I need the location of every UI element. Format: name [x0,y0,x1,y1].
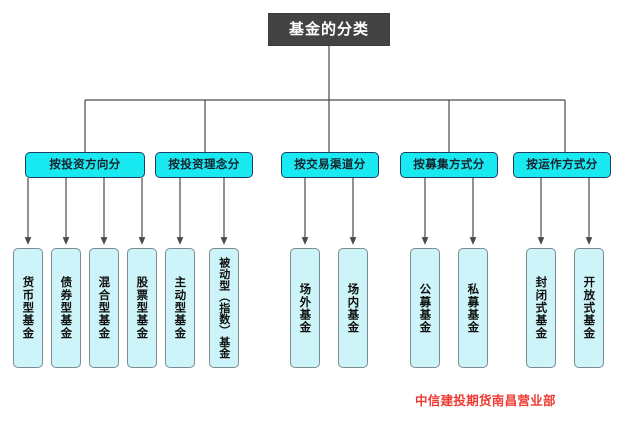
category-box-trading-channel[interactable]: 按交易渠道分 [281,152,379,178]
leaf-box-passive-index-fund[interactable]: 被动型（指数）基金 [209,248,239,368]
footer-branding-text: 中信建投期货南昌营业部 [415,393,556,408]
category-label: 按运作方式分 [526,157,598,172]
category-box-fundraising-method[interactable]: 按募集方式分 [400,152,498,178]
category-box-investment-philosophy[interactable]: 按投资理念分 [155,152,253,178]
leaf-box-bond-fund[interactable]: 债券型基金 [51,248,81,368]
leaf-box-otc-fund[interactable]: 场外基金 [290,248,320,368]
category-label: 按投资理念分 [168,157,240,172]
page-title: 基金的分类 [288,20,369,38]
category-label: 按募集方式分 [413,157,485,172]
leaf-label: 被动型（指数）基金 [217,257,231,359]
leaf-box-closed-end-fund[interactable]: 封闭式基金 [526,248,556,368]
leaf-box-equity-fund[interactable]: 股票型基金 [127,248,157,368]
leaf-label: 主动型基金 [173,276,188,340]
category-box-operation-method[interactable]: 按运作方式分 [513,152,611,178]
diagram-title-box: 基金的分类 [268,13,390,46]
leaf-label: 私募基金 [466,282,481,334]
leaf-label: 混合型基金 [97,276,112,340]
category-label: 按投资方向分 [49,157,121,172]
category-label: 按交易渠道分 [294,157,366,172]
leaf-box-public-offering-fund[interactable]: 公募基金 [410,248,440,368]
leaf-label: 公募基金 [418,282,433,334]
leaf-label: 场外基金 [298,282,313,334]
category-box-investment-direction[interactable]: 按投资方向分 [25,152,145,178]
leaf-box-open-end-fund[interactable]: 开放式基金 [574,248,604,368]
leaf-box-private-offering-fund[interactable]: 私募基金 [458,248,488,368]
leaf-label: 债券型基金 [59,276,74,340]
leaf-label: 股票型基金 [135,276,150,340]
leaf-box-active-fund[interactable]: 主动型基金 [165,248,195,368]
leaf-label: 开放式基金 [582,276,597,340]
leaf-box-exchange-traded-fund[interactable]: 场内基金 [338,248,368,368]
leaf-box-money-market-fund[interactable]: 货币型基金 [13,248,43,368]
leaf-label: 封闭式基金 [534,276,549,340]
leaf-label: 货币型基金 [21,276,36,340]
leaf-label: 场内基金 [346,282,361,334]
leaf-box-hybrid-fund[interactable]: 混合型基金 [89,248,119,368]
